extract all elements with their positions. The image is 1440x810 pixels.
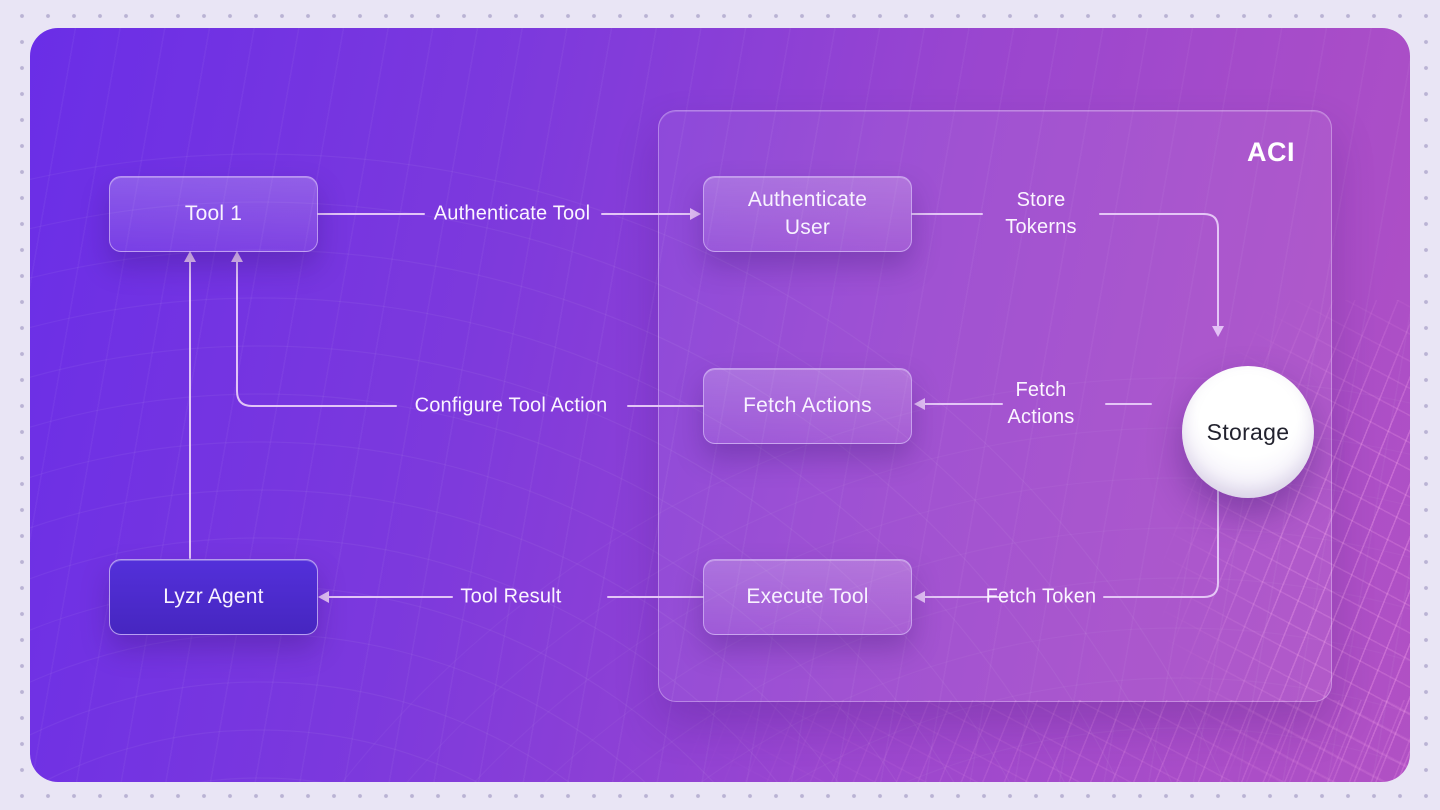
arrowhead-into-lyzr-agent (318, 591, 329, 603)
edge-label-fetch-token: Fetch Token (985, 585, 1097, 608)
edge-label-fetch-actions: Fetch Actions (1007, 379, 1075, 428)
node-tool1: Tool 1 (109, 176, 318, 252)
edge-label-store-tokens: Store Tokerns (1005, 189, 1077, 238)
node-authenticate-user: Authenticate User (703, 176, 912, 252)
node-storage-label: Storage (1206, 418, 1290, 445)
edge-label-authenticate-tool: Authenticate Tool (433, 202, 591, 225)
node-fetch-actions-label: Fetch Actions (743, 394, 872, 417)
node-storage: Storage (1182, 366, 1314, 498)
node-lyzr-agent: Lyzr Agent (109, 559, 318, 635)
arrowhead-configure-into-tool1 (231, 251, 243, 262)
node-execute-tool: Execute Tool (703, 559, 912, 635)
edge-label-tool-result: Tool Result (460, 585, 562, 608)
wireframe-mesh-bottom (670, 700, 1410, 782)
node-authenticate-user-label: Authenticate User (747, 188, 868, 239)
arrowhead-lyzr-into-tool1 (184, 251, 196, 262)
node-tool1-label: Tool 1 (184, 202, 243, 225)
node-execute-tool-label: Execute Tool (746, 585, 869, 608)
aci-panel-title: ACI (1247, 137, 1295, 167)
edge-label-configure-tool-action: Configure Tool Action (414, 394, 608, 417)
node-fetch-actions: Fetch Actions (703, 368, 912, 444)
diagram-panel: ACI (30, 28, 1410, 782)
connector-configure-left (236, 259, 397, 407)
node-lyzr-agent-label: Lyzr Agent (163, 585, 264, 608)
